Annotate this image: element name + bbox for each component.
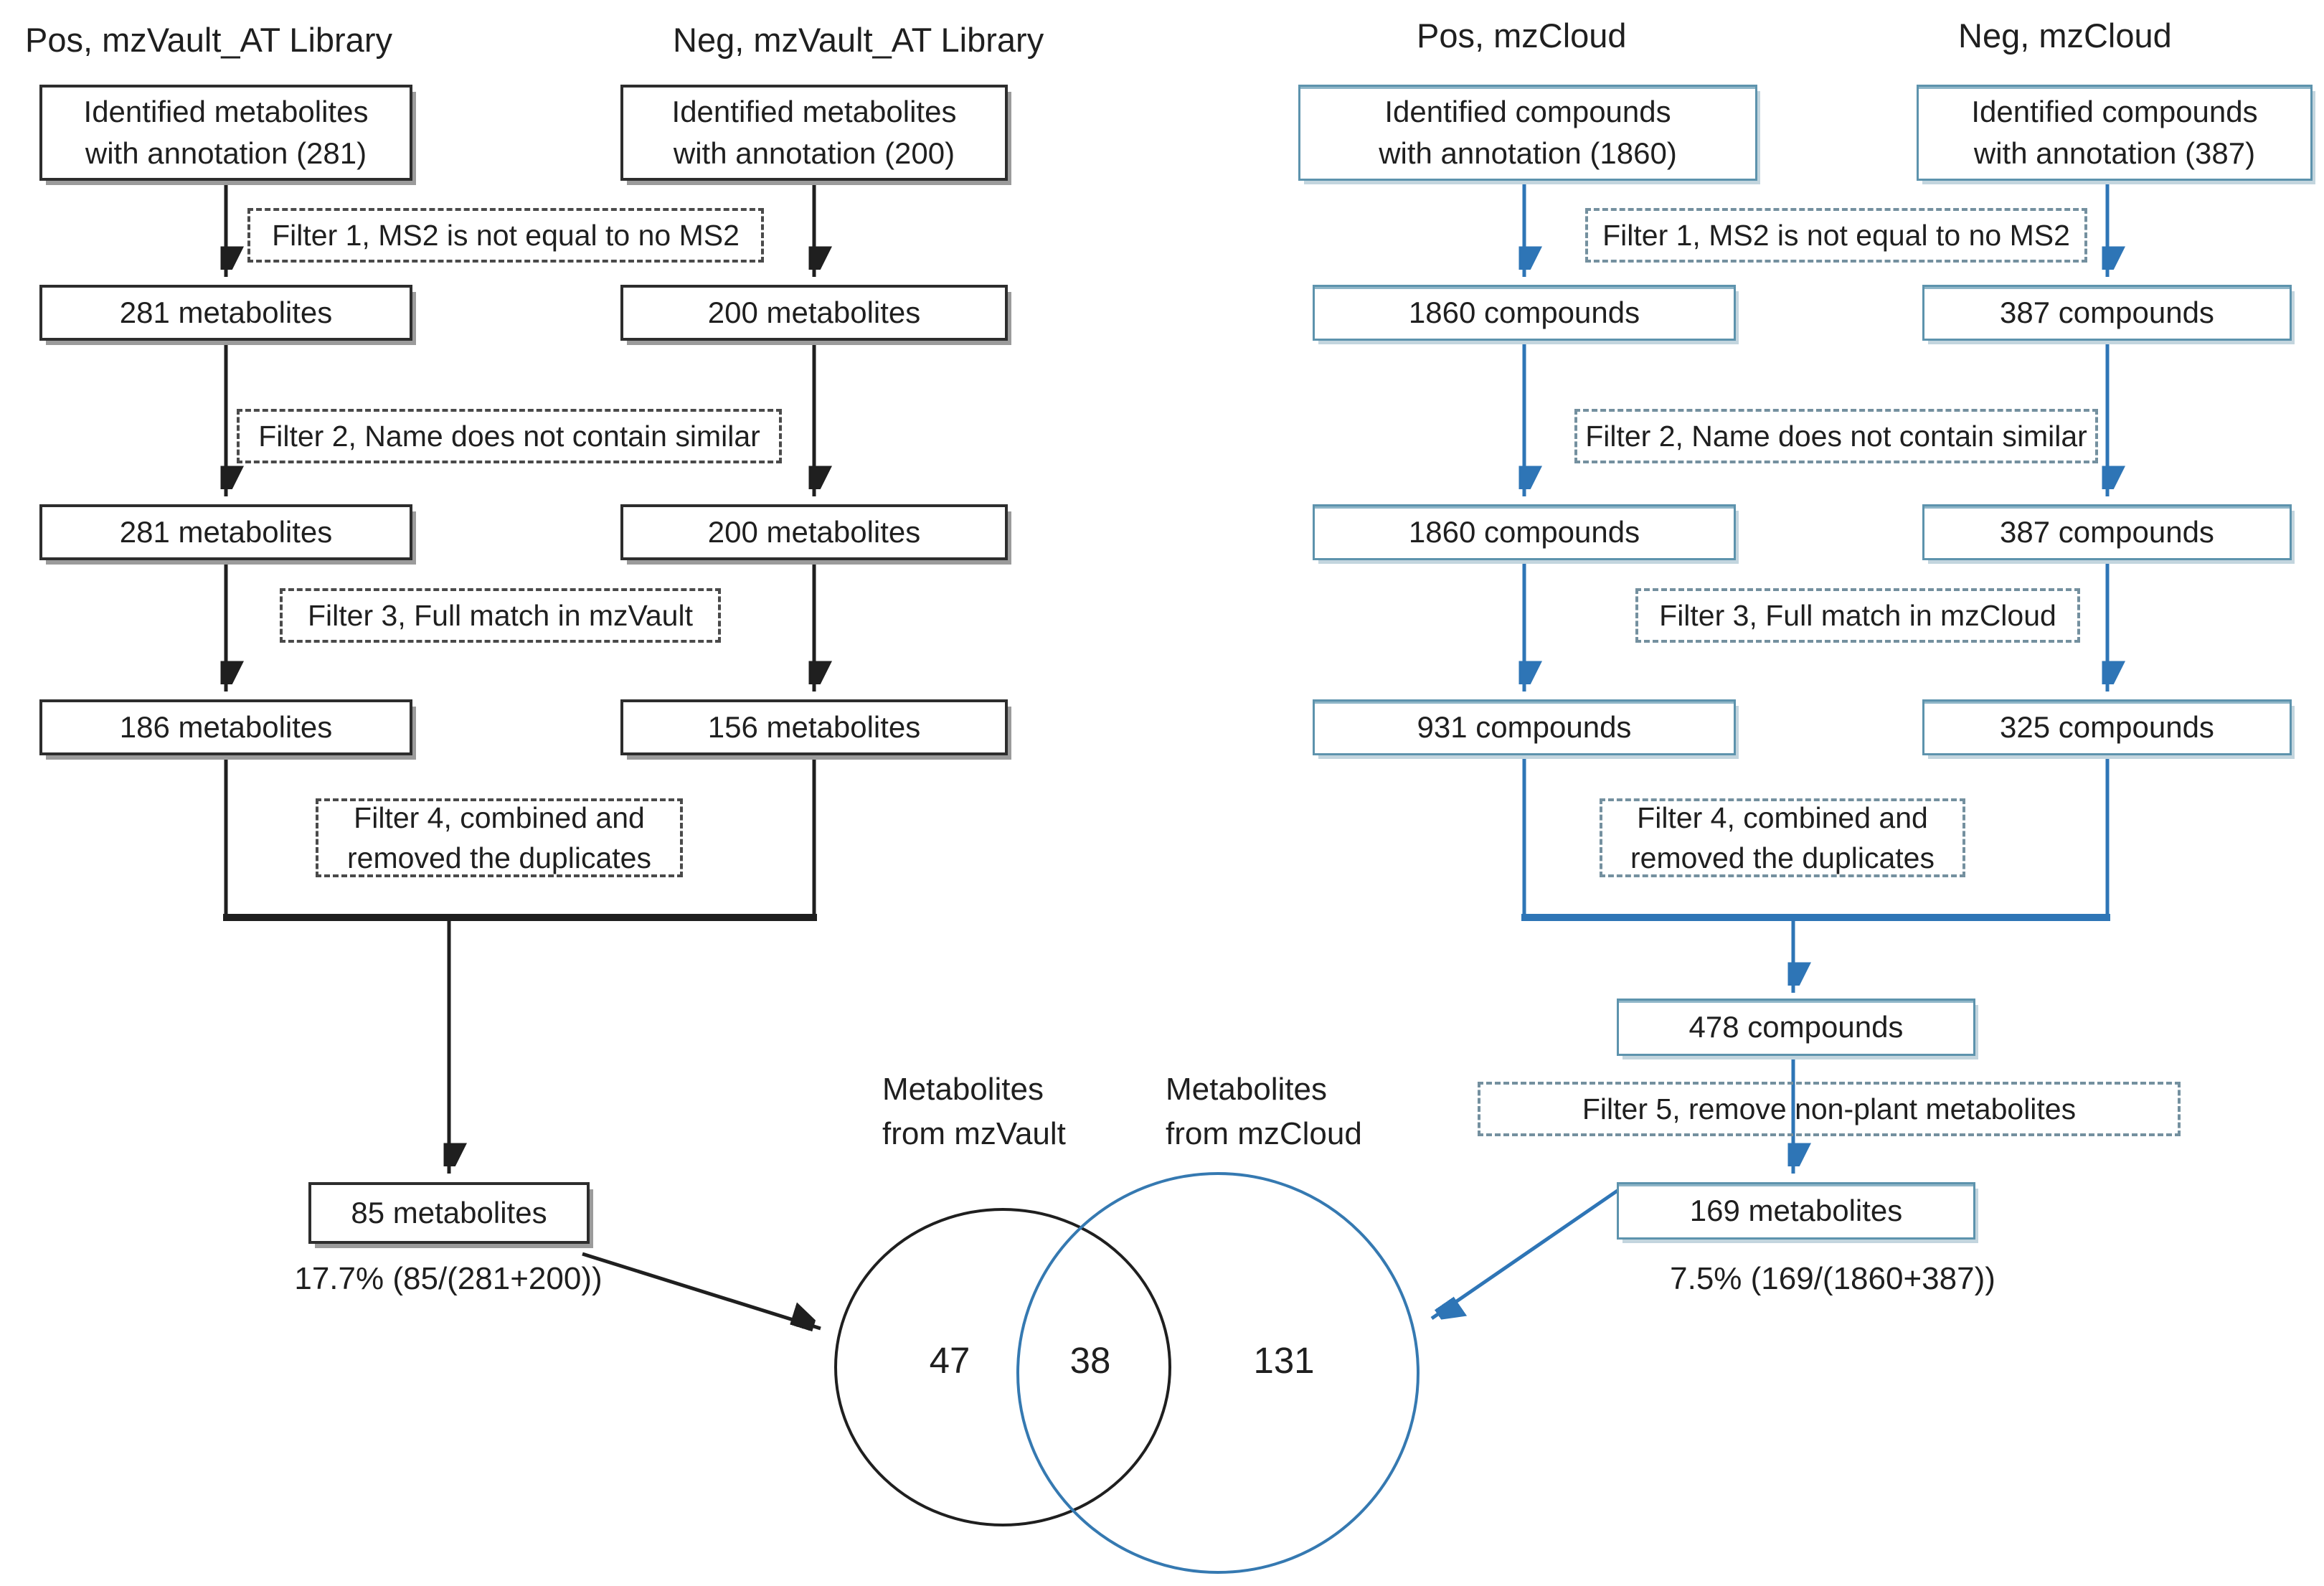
- right-pos-title: Pos, mzCloud: [1417, 16, 1627, 55]
- box-right-neg-start: Identified compounds with annotation (38…: [1917, 85, 2313, 181]
- box-left-neg-after-filter1: 200 metabolites: [620, 285, 1008, 341]
- box-left-pos-start: Identified metabolites with annotation (…: [39, 85, 412, 181]
- venn-overlap-count: 38: [1069, 1339, 1111, 1381]
- venn-mzvault-circle: [834, 1208, 1171, 1526]
- box-left-pos-after-filter3: 186 metabolites: [39, 699, 412, 755]
- venn-mzvault-label-line2: from mzVault: [882, 1116, 1066, 1151]
- filter3-right-box: Filter 3, Full match in mzCloud: [1635, 588, 2080, 643]
- venn-mzcloud-label-line2: from mzCloud: [1166, 1116, 1362, 1151]
- filter2-right-label: Filter 2, Name does not contain similar: [1585, 420, 2087, 453]
- right-neg-title: Neg, mzCloud: [1958, 16, 2172, 55]
- box-left-combined: 85 metabolites: [308, 1182, 590, 1244]
- box-right-pos-after-filter1-label: 1860 compounds: [1408, 296, 1640, 329]
- venn-mzcloud-label: Metabolites from mzCloud: [1166, 1067, 1362, 1156]
- box-right-pos-after-filter2: 1860 compounds: [1313, 504, 1736, 560]
- box-left-neg-start-line2: with annotation (200): [673, 136, 955, 170]
- box-right-pos-after-filter1: 1860 compounds: [1313, 285, 1736, 341]
- box-right-neg-start-line1: Identified compounds: [1971, 95, 2258, 128]
- filter3-left-box: Filter 3, Full match in mzVault: [280, 588, 721, 643]
- filter2-left-label: Filter 2, Name does not contain similar: [258, 420, 760, 453]
- box-right-pos-after-filter3-label: 931 compounds: [1417, 710, 1632, 744]
- filter2-right-box: Filter 2, Name does not contain similar: [1574, 409, 2098, 463]
- left-pos-title: Pos, mzVault_AT Library: [25, 21, 392, 59]
- box-right-pos-start-line1: Identified compounds: [1384, 95, 1671, 128]
- filter5-right-box: Filter 5, remove non-plant metabolites: [1478, 1082, 2181, 1136]
- box-right-final-label: 169 metabolites: [1689, 1194, 1903, 1227]
- filter4-right-line2: removed the duplicates: [1630, 841, 1935, 874]
- venn-mzvault-label: Metabolites from mzVault: [882, 1067, 1066, 1156]
- box-right-neg-after-filter1: 387 compounds: [1922, 285, 2292, 341]
- filter3-right-label: Filter 3, Full match in mzCloud: [1659, 599, 2056, 632]
- box-right-combined-label: 478 compounds: [1688, 1010, 1904, 1044]
- box-left-pos-start-line2: with annotation (281): [85, 136, 367, 170]
- left-neg-title: Neg, mzVault_AT Library: [673, 21, 1044, 59]
- box-left-neg-after-filter3: 156 metabolites: [620, 699, 1008, 755]
- filter1-right-label: Filter 1, MS2 is not equal to no MS2: [1602, 219, 2070, 252]
- filter2-left-box: Filter 2, Name does not contain similar: [237, 409, 782, 463]
- venn-right-only-count: 131: [1253, 1339, 1315, 1381]
- box-right-neg-after-filter2: 387 compounds: [1922, 504, 2292, 560]
- box-right-neg-start-line2: with annotation (387): [1973, 136, 2256, 170]
- filter1-right-box: Filter 1, MS2 is not equal to no MS2: [1585, 208, 2087, 263]
- venn-mzcloud-circle: [1016, 1172, 1420, 1574]
- box-right-pos-after-filter2-label: 1860 compounds: [1408, 515, 1640, 549]
- box-right-final: 169 metabolites: [1617, 1182, 1975, 1240]
- box-right-pos-after-filter3: 931 compounds: [1313, 699, 1736, 755]
- box-right-neg-after-filter1-label: 387 compounds: [2000, 296, 2214, 329]
- venn-mzvault-label-line1: Metabolites: [882, 1072, 1044, 1107]
- filter1-left-box: Filter 1, MS2 is not equal to no MS2: [247, 208, 764, 263]
- box-left-combined-label: 85 metabolites: [351, 1196, 547, 1229]
- box-right-pos-start: Identified compounds with annotation (18…: [1298, 85, 1757, 181]
- box-right-pos-start-line2: with annotation (1860): [1379, 136, 1677, 170]
- box-right-neg-after-filter3-label: 325 compounds: [2000, 710, 2214, 744]
- box-right-combined: 478 compounds: [1617, 999, 1975, 1056]
- right-pipeline-arrows: [1430, 182, 2110, 1318]
- box-left-neg-after-filter3-label: 156 metabolites: [707, 710, 921, 744]
- arrow-right-to-venn: [1430, 1185, 1624, 1318]
- box-left-neg-after-filter2: 200 metabolites: [620, 504, 1008, 560]
- filter4-left-line2: removed the duplicates: [347, 841, 651, 874]
- box-left-neg-after-filter2-label: 200 metabolites: [707, 515, 921, 549]
- filter5-right-label: Filter 5, remove non-plant metabolites: [1582, 1092, 2077, 1125]
- box-left-pos-after-filter2-label: 281 metabolites: [119, 515, 333, 549]
- filter4-left-line1: Filter 4, combined and: [354, 801, 645, 834]
- box-left-pos-after-filter2: 281 metabolites: [39, 504, 412, 560]
- venn-left-only-count: 47: [929, 1339, 970, 1381]
- box-left-pos-after-filter1-label: 281 metabolites: [119, 296, 333, 329]
- filter1-left-label: Filter 1, MS2 is not equal to no MS2: [272, 219, 740, 252]
- left-percent-text: 17.7% (85/(281+200)): [294, 1261, 603, 1296]
- filter4-right-box: Filter 4, combined and removed the dupli…: [1600, 798, 1965, 877]
- venn-mzcloud-label-line1: Metabolites: [1166, 1072, 1328, 1107]
- arrow-left-to-venn: [582, 1252, 821, 1328]
- box-left-pos-start-line1: Identified metabolites: [83, 95, 369, 128]
- box-left-pos-after-filter1: 281 metabolites: [39, 285, 412, 341]
- box-left-pos-after-filter3-label: 186 metabolites: [119, 710, 333, 744]
- box-left-neg-start-line1: Identified metabolites: [671, 95, 957, 128]
- box-left-neg-after-filter1-label: 200 metabolites: [707, 296, 921, 329]
- left-pipeline-arrows: [223, 182, 821, 1328]
- filter3-left-label: Filter 3, Full match in mzVault: [308, 599, 693, 632]
- box-right-neg-after-filter2-label: 387 compounds: [2000, 515, 2214, 549]
- filter4-right-line1: Filter 4, combined and: [1637, 801, 1928, 834]
- box-right-neg-after-filter3: 325 compounds: [1922, 699, 2292, 755]
- box-left-neg-start: Identified metabolites with annotation (…: [620, 85, 1008, 181]
- filter4-left-box: Filter 4, combined and removed the dupli…: [316, 798, 683, 877]
- right-percent-text: 7.5% (169/(1860+387)): [1670, 1261, 1995, 1296]
